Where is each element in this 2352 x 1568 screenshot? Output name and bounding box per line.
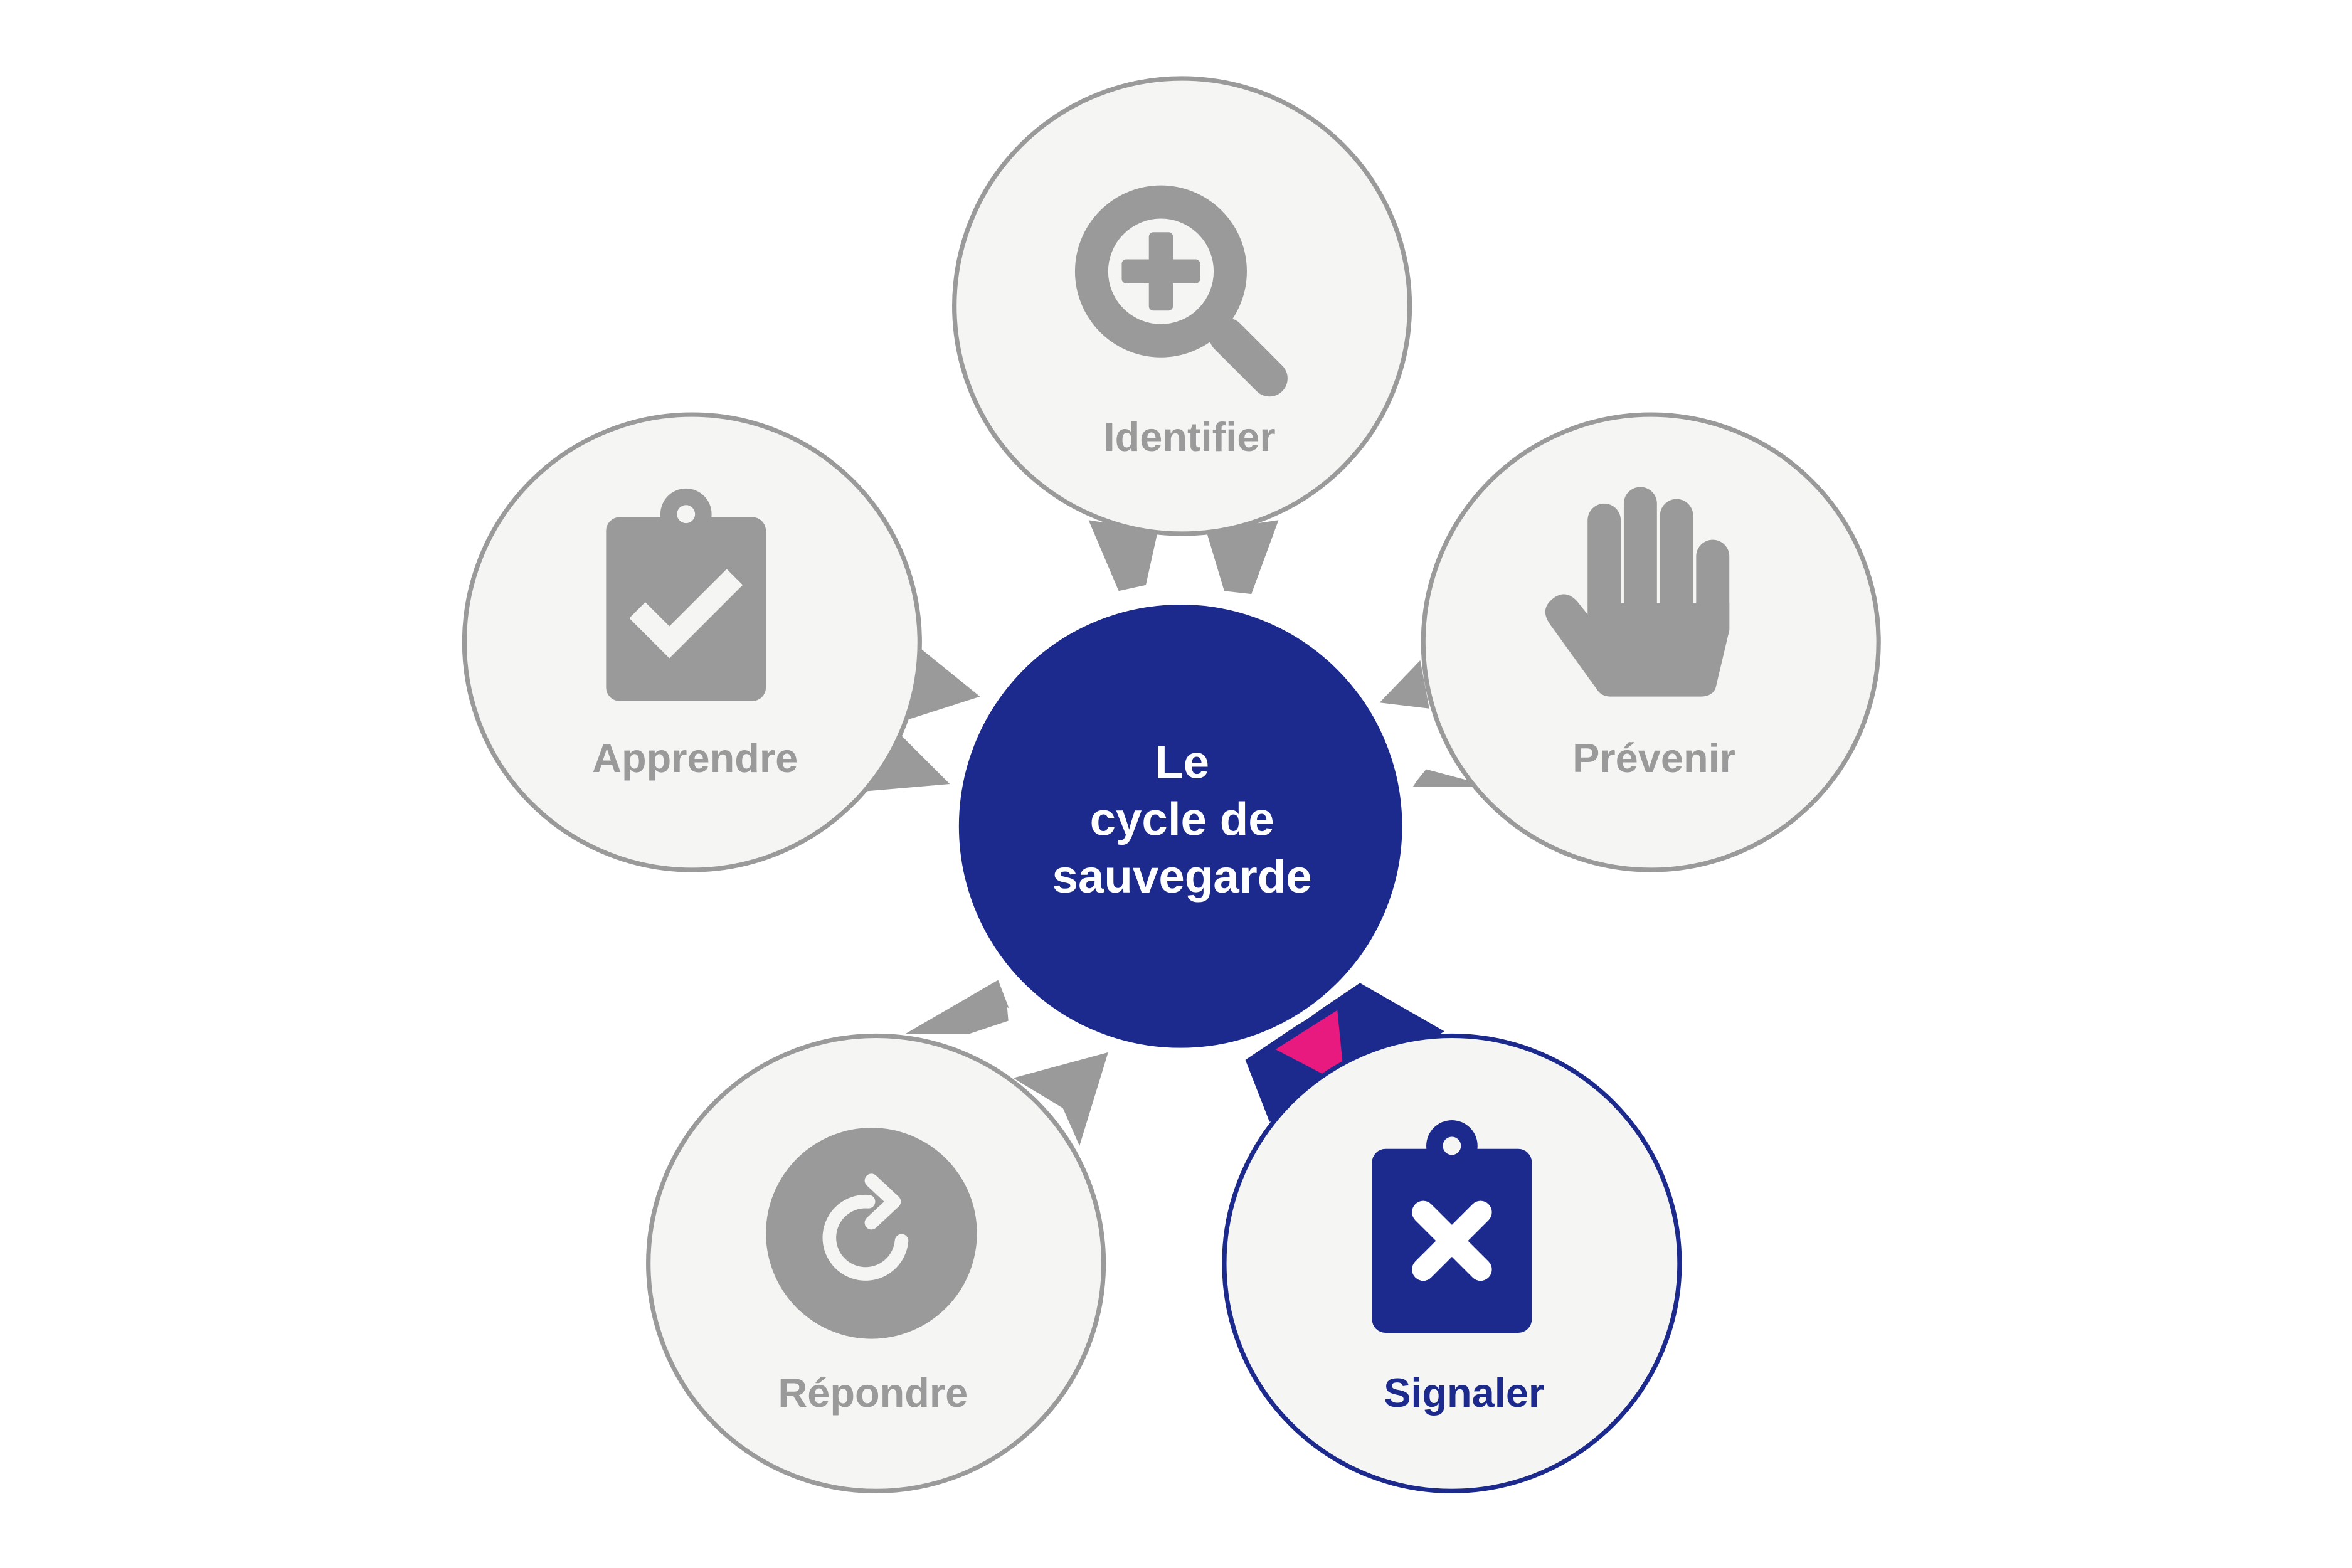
- clipboard-check-icon: [606, 488, 766, 701]
- stage-repondre[interactable]: Répondre: [646, 1033, 1106, 1494]
- connector-prevenir-upper: [1379, 660, 1429, 709]
- connector-apprendre-lower: [862, 736, 950, 792]
- clipboard-x-icon: [1372, 1120, 1532, 1333]
- stage-signaler-label: Signaler: [1384, 1370, 1544, 1416]
- connector-signaler-band: [1245, 983, 1444, 1122]
- stage-repondre-label: Répondre: [778, 1370, 968, 1416]
- stage-prevenir[interactable]: Prévenir: [1421, 412, 1881, 872]
- center-hub: Le cycle de sauvegarde: [950, 595, 1411, 1057]
- center-title-line1: Le: [1155, 736, 1209, 788]
- connector-apprendre-arrowhead: [901, 701, 980, 778]
- stage-identifier[interactable]: Identifier: [952, 76, 1412, 536]
- stage-prevenir-label: Prévenir: [1572, 735, 1735, 781]
- connector-identifier-arrowhead: [1148, 520, 1222, 588]
- connectors: [862, 520, 1493, 1146]
- connector-signaler-pink-arrow: [1275, 1010, 1345, 1086]
- center-title-line3: sauvegarde: [1052, 850, 1312, 903]
- connector-apprendre-upper: [904, 645, 980, 721]
- connector-identifier-left: [1088, 520, 1158, 591]
- stage-identifier-circle: [952, 76, 1412, 536]
- connector-identifier-right: [1206, 520, 1279, 595]
- stage-apprendre-label: Apprendre: [592, 735, 798, 781]
- connector-repondre-arrowhead: [1007, 1007, 1086, 1077]
- stage-signaler[interactable]: Signaler: [1222, 1033, 1682, 1494]
- stage-identifier-label: Identifier: [1104, 414, 1276, 460]
- magnifier-plus-icon: [1074, 185, 1288, 397]
- center-circle: [950, 595, 1411, 1057]
- stage-apprendre[interactable]: Apprendre: [462, 412, 922, 872]
- center-title-line2: cycle de: [1090, 793, 1274, 845]
- connector-repondre-left: [904, 980, 1014, 1035]
- refresh-arrow-icon: [766, 1128, 977, 1339]
- connector-repondre-right: [1013, 1052, 1108, 1146]
- hand-stop-icon: [1545, 487, 1730, 697]
